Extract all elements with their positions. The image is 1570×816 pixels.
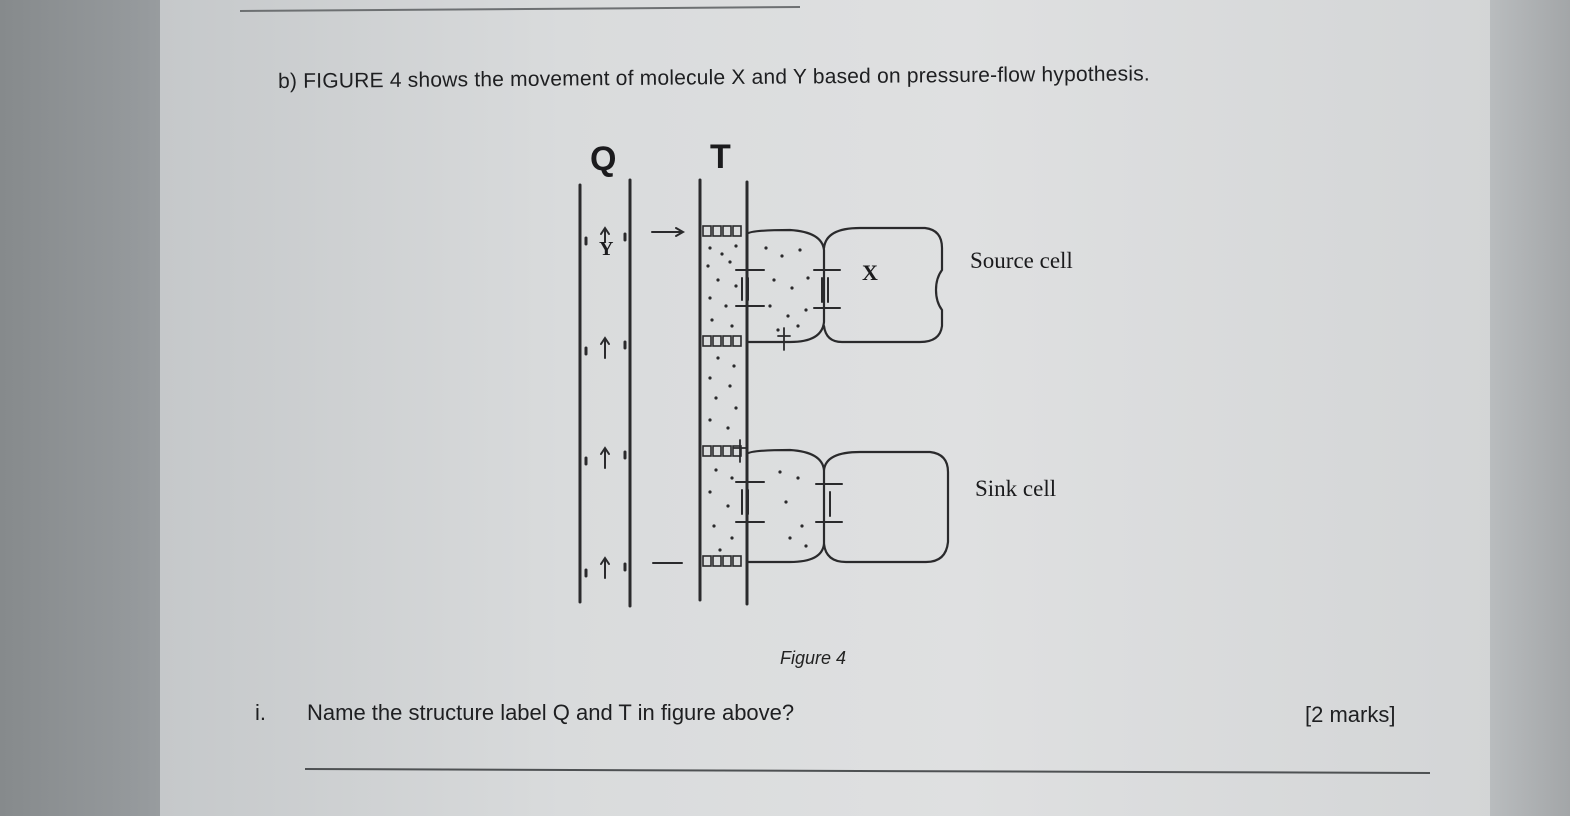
sink-cell-label: Sink cell [975,476,1057,501]
question-part-label: b) [278,69,298,93]
lateral-arrows [651,227,686,564]
paper-sheet [160,0,1500,816]
sub-question-text: Name the structure label Q and T in figu… [307,700,795,725]
figure-4-diagram: Q T Y X Source cell Sink cell [560,130,1140,620]
sub-question-i: i. Name the structure label Q and T in fi… [255,700,794,726]
source-cell-label: Source cell [970,248,1073,273]
marks-label: [2 marks] [1305,702,1396,727]
source-companion-cell [745,228,826,344]
sub-question-number: i. [255,700,266,725]
sugar-molecule-dots [706,244,810,552]
background-right [1490,0,1570,816]
source-cell [822,226,944,344]
background-left [0,0,170,816]
sink-companion-cell [745,448,826,564]
label-q: Q [590,140,617,178]
label-t: T [710,138,731,176]
phloem-xylem-diagram [578,178,950,608]
sink-cell [822,450,950,564]
label-y: Y [599,238,614,260]
figure-caption: Figure 4 [780,648,847,668]
sieve-plates [702,225,742,567]
xylem-arrows [600,226,610,579]
label-x: X [862,260,878,285]
